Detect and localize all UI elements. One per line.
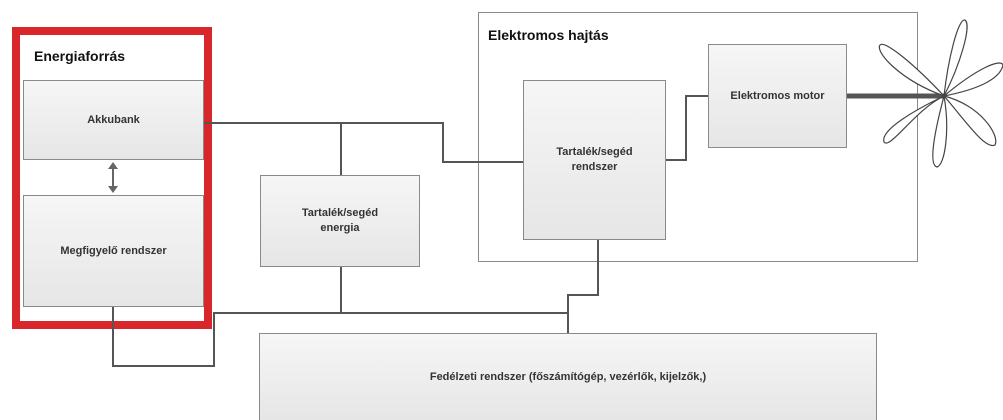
wire-backup-system-to-onboard bbox=[567, 240, 599, 333]
battery-bank-box: Akkubank bbox=[23, 80, 204, 160]
wire-battery-to-backup-system bbox=[204, 122, 523, 163]
backup-system-box: Tartalék/segéd rendszer bbox=[523, 80, 666, 240]
onboard-system-label: Fedélzeti rendszer (főszámítógép, vezérl… bbox=[429, 370, 707, 383]
electric-drive-title: Elektromos hajtás bbox=[488, 27, 609, 43]
wire-monitoring-to-onboard bbox=[112, 307, 568, 367]
monitoring-system-box: Megfigyelő rendszer bbox=[23, 195, 204, 307]
wire-backup-system-to-motor bbox=[666, 95, 708, 161]
backup-energy-label: Tartalék/segéd energia bbox=[301, 207, 379, 234]
backup-energy-box: Tartalék/segéd energia bbox=[260, 175, 420, 267]
onboard-system-box: Fedélzeti rendszer (főszámítógép, vezérl… bbox=[259, 333, 877, 420]
monitoring-system-label: Megfigyelő rendszer bbox=[60, 244, 167, 257]
double-arrow-icon bbox=[108, 162, 118, 193]
battery-bank-label: Akkubank bbox=[87, 113, 140, 126]
electric-motor-box: Elektromos motor bbox=[708, 44, 847, 148]
backup-system-label: Tartalék/segéd rendszer bbox=[556, 146, 633, 173]
energy-source-title: Energiaforrás bbox=[34, 48, 126, 64]
electric-motor-label: Elektromos motor bbox=[730, 90, 825, 102]
propeller-icon bbox=[878, 19, 1003, 168]
